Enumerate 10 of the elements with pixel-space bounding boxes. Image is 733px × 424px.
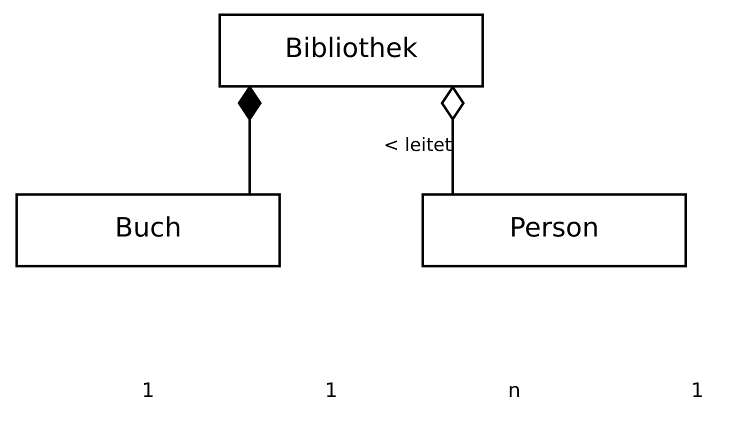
edge-label: < leitet <box>383 135 452 156</box>
connector <box>237 84 262 194</box>
label: 1 <box>324 378 338 402</box>
node-box: Person <box>421 193 686 268</box>
connector <box>440 84 464 194</box>
label: n <box>507 378 520 402</box>
label: 1 <box>690 378 704 402</box>
node-box: Bibliothek <box>218 14 484 88</box>
node-box: Buch <box>14 193 280 268</box>
label: 1 <box>141 378 154 402</box>
